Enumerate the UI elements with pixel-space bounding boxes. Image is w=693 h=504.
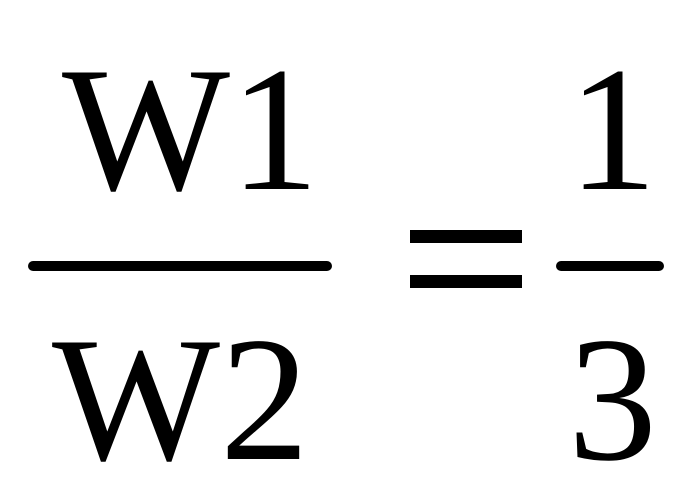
equals-bottom-bar <box>410 275 522 288</box>
right-denominator: 3 <box>568 300 657 498</box>
left-fraction-bar <box>28 261 332 271</box>
right-fraction-bar <box>556 261 664 271</box>
equals-top-bar <box>410 230 522 243</box>
right-numerator: 1 <box>568 30 657 228</box>
left-denominator: W2 <box>52 300 310 498</box>
left-numerator: W1 <box>62 30 320 228</box>
